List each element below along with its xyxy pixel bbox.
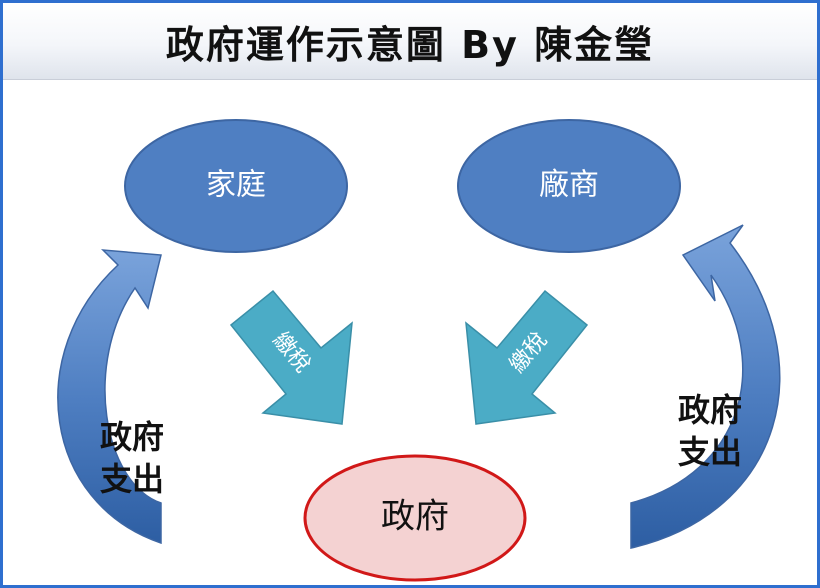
government-spending-label-right: 政府 支出 xyxy=(665,389,755,473)
firm-node xyxy=(457,119,681,253)
government-node xyxy=(303,454,527,582)
spending-right-line1: 政府 xyxy=(677,391,742,429)
government-label: 政府 xyxy=(381,497,449,537)
government-spending-arrow-right xyxy=(630,224,781,549)
page-title: 政府運作示意圖 By 陳金瑩 xyxy=(165,22,655,67)
spending-left-line2: 支出 xyxy=(99,460,164,498)
spending-right-line2: 支出 xyxy=(677,433,742,471)
household-label: 家庭 xyxy=(206,168,266,203)
tax-arrow-right xyxy=(465,289,589,425)
government-spending-arrow-left xyxy=(57,249,162,545)
firm-label: 廠商 xyxy=(539,168,599,203)
title-bar: 政府運作示意圖 By 陳金瑩 xyxy=(3,3,817,80)
household-node xyxy=(124,119,348,253)
tax-arrow-left xyxy=(229,289,353,425)
government-spending-label-left: 政府 支出 xyxy=(87,416,177,500)
flow-diagram: 家庭 廠商 繳稅 繳稅 政府 xyxy=(57,119,781,582)
spending-left-line1: 政府 xyxy=(99,418,164,456)
